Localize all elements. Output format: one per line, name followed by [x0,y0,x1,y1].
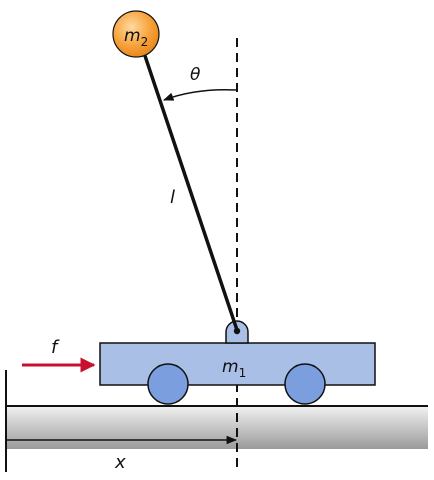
pendulum-mass-label: m2 [124,26,148,49]
cart-mass-label: m1 [222,357,246,380]
angle-label: θ [190,65,201,85]
pendulum-rod [136,33,239,332]
cart-wheel-right [284,363,326,405]
position-label: x [114,452,126,473]
force-label: f [51,337,60,358]
cart-body [99,342,376,386]
pendulum-bob [112,10,160,58]
cart-wheel-left [147,363,189,405]
rod-length-label: l [170,187,175,208]
ground [6,406,428,449]
angle-arc [163,88,237,101]
pivot-pin [233,327,241,335]
